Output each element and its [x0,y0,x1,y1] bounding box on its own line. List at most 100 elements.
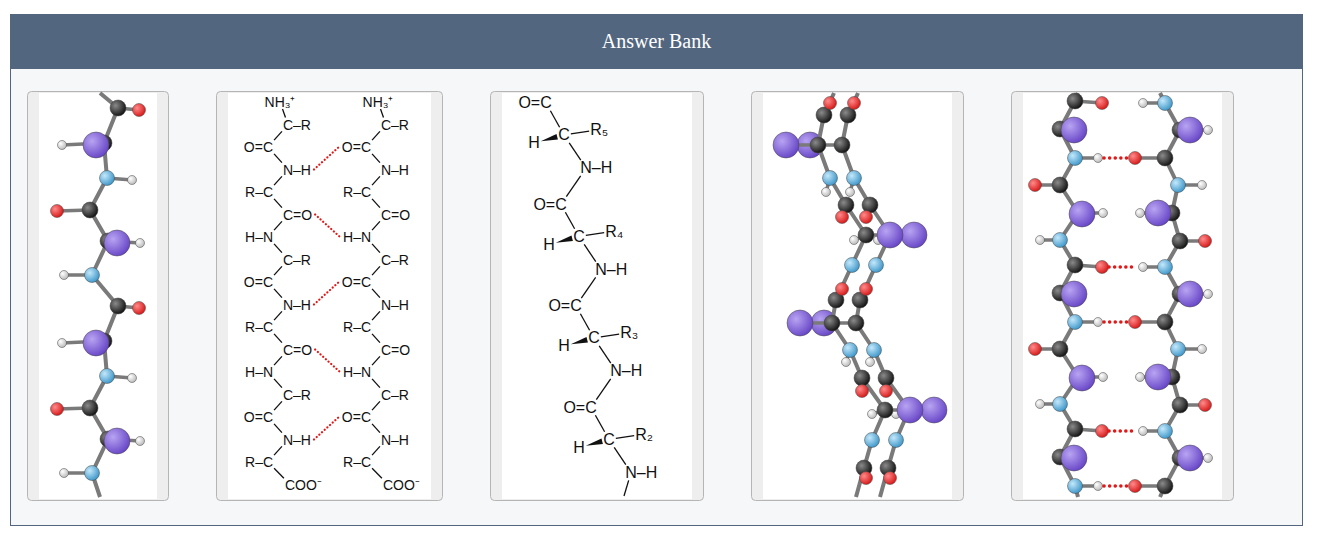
atom-ball [1157,314,1173,330]
covalent-bond [372,199,380,208]
structure-label: H–N [245,365,273,379]
covalent-bond [586,233,604,236]
atom-ball [1136,209,1145,218]
covalent-bond [599,346,611,363]
atom-ball [100,171,115,186]
structure-label: C–R [381,388,409,402]
covalent-bond [601,334,619,337]
structure-label: H [573,440,585,456]
atom-ball [1096,425,1109,438]
structure-label: NH₃⁺ [363,95,394,109]
atom-ball [1067,257,1083,273]
card-image-ground [228,93,431,499]
molecule-models [51,93,1213,497]
atom-ball [60,271,69,280]
backbone-bond [818,93,885,497]
covalent-bond [274,468,284,478]
wedge-bond [586,439,603,446]
covalent-bond [372,154,380,163]
hydrogen-bond [1109,265,1137,269]
structure-label: R–C [245,320,273,334]
covalent-bond [372,176,380,185]
atom-ball [773,132,799,158]
covalent-bond [571,131,589,134]
atom-ball [1096,261,1109,274]
structure-label: C–R [283,388,311,402]
covalent-bond [274,176,282,185]
hydrogen-bond [1109,429,1137,433]
structure-label: C–R [381,118,409,132]
structure-label: O=C [518,95,551,111]
atom-ball [1099,209,1108,218]
atom-ball [843,343,858,358]
hydrogen-bond [314,417,339,440]
structure-label: H [558,338,570,354]
atom-ball [1145,200,1171,226]
atom-ball [822,188,831,197]
structure-label: O=C [244,410,273,424]
atom-ball [834,137,850,153]
hydrogen-bond [1104,484,1128,488]
atom-ball [58,339,67,348]
atom-ball [1177,281,1203,307]
covalent-bond [581,277,595,298]
atom-ball [860,472,873,485]
structure-label: R₅ [590,122,608,138]
structure-label: NH₃⁺ [265,95,296,109]
covalent-bond [372,266,380,275]
covalent-bond [274,154,282,163]
structure-label: COO⁻ [383,478,420,492]
covalent-bond [274,311,282,320]
atom-ball [810,137,826,153]
atom-ball [85,466,100,481]
structure-label: H–N [245,230,273,244]
structure-label: O=C [342,410,371,424]
covalent-bond [372,311,380,320]
atom-ball [854,370,870,386]
structure-label: C–R [283,253,311,267]
covalent-bond [595,415,604,431]
covalent-bond [372,221,380,230]
structure-label: R₂ [635,427,653,443]
atom-ball [866,358,875,367]
structure-label: C–R [283,118,311,132]
covalent-bond [283,109,286,117]
atom-ball [848,315,864,331]
atom-ball [1177,445,1203,471]
atom-ball [1139,99,1148,108]
atom-ball [860,211,873,224]
answer-card [1012,92,1234,501]
structure-label: O=C [342,275,371,289]
structure-label: R₃ [620,325,638,341]
atom-ball [1094,154,1103,163]
atom-ball [824,315,840,331]
atom-ball [60,469,69,478]
structure-label: R–C [245,455,273,469]
atom-ball [823,171,838,186]
structure-label: N–H [283,163,311,177]
atom-ball [1204,126,1213,135]
peptide-strand-model [1029,93,1109,497]
structure-label: C [588,330,600,346]
hydrogen-bond [1104,156,1128,160]
atom-ball [128,374,137,383]
card-image-ground [502,93,692,499]
atom-ball [110,100,126,116]
covalent-bond [372,401,380,410]
atom-ball [860,283,873,296]
covalent-bond [274,334,282,343]
answer-panel [11,69,1303,526]
atom-ball [1067,93,1083,109]
atom-ball [1129,152,1142,165]
atom-ball [1068,315,1083,330]
atom-ball [1068,479,1083,494]
structure-label: R–C [343,320,371,334]
atom-ball [83,330,109,356]
structure-label: H [543,237,555,253]
atom-ball [85,268,100,283]
atom-ball [850,236,859,245]
covalent-bond [584,244,596,261]
structure-label: R₄ [605,224,623,240]
peptide-strand-model [51,93,146,497]
atom-ball [133,104,146,117]
